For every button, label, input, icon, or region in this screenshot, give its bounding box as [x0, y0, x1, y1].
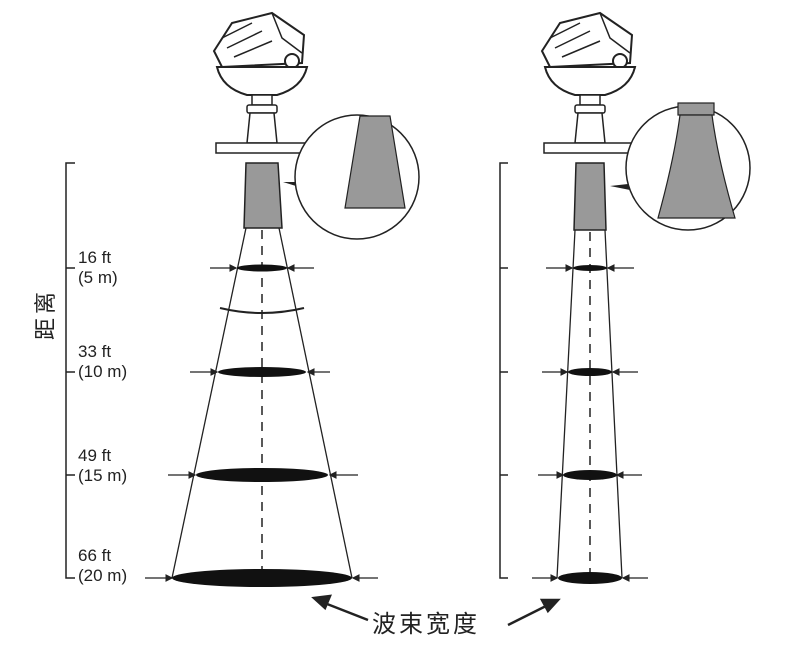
radar-device-narrow-beam	[532, 12, 751, 584]
beam-footprint	[237, 264, 287, 272]
beam-footprint	[218, 367, 306, 377]
beam-width-caption: 波束宽度	[372, 611, 480, 638]
distance-m: (15 m)	[78, 466, 128, 485]
horn-antenna-conical	[243, 162, 283, 229]
distance-label-49ft: 49 ft (15 m)	[78, 446, 127, 486]
distance-scale-left	[65, 162, 75, 579]
distance-label-66ft: 66 ft (20 m)	[78, 546, 127, 586]
beam-cone	[556, 229, 623, 579]
distance-m: (20 m)	[78, 566, 128, 585]
distance-ft: 16 ft	[78, 248, 112, 267]
distance-scale-right	[499, 162, 508, 579]
distance-label-16ft: 16 ft (5 m)	[78, 248, 118, 288]
distance-axis-label: 距离	[33, 287, 58, 340]
beam-footprint	[196, 468, 328, 482]
distance-ft: 49 ft	[78, 446, 112, 465]
radar-device-wide-beam	[145, 12, 420, 587]
beam-footprint	[172, 569, 352, 587]
beam-footprint	[568, 368, 612, 376]
horn-antenna-flared	[573, 162, 607, 231]
caption-arrows	[311, 594, 561, 627]
beam-footprint	[558, 572, 622, 584]
beam-footprint	[573, 265, 607, 271]
horn-detail	[344, 115, 406, 209]
distance-m: (5 m)	[78, 268, 118, 287]
distance-m: (10 m)	[78, 362, 128, 381]
horn-detail	[657, 114, 736, 219]
distance-ft: 33 ft	[78, 342, 112, 361]
beam-footprint	[563, 470, 617, 480]
distance-label-33ft: 33 ft (10 m)	[78, 342, 127, 382]
beam-cone	[171, 227, 353, 579]
distance-ft: 66 ft	[78, 546, 112, 565]
